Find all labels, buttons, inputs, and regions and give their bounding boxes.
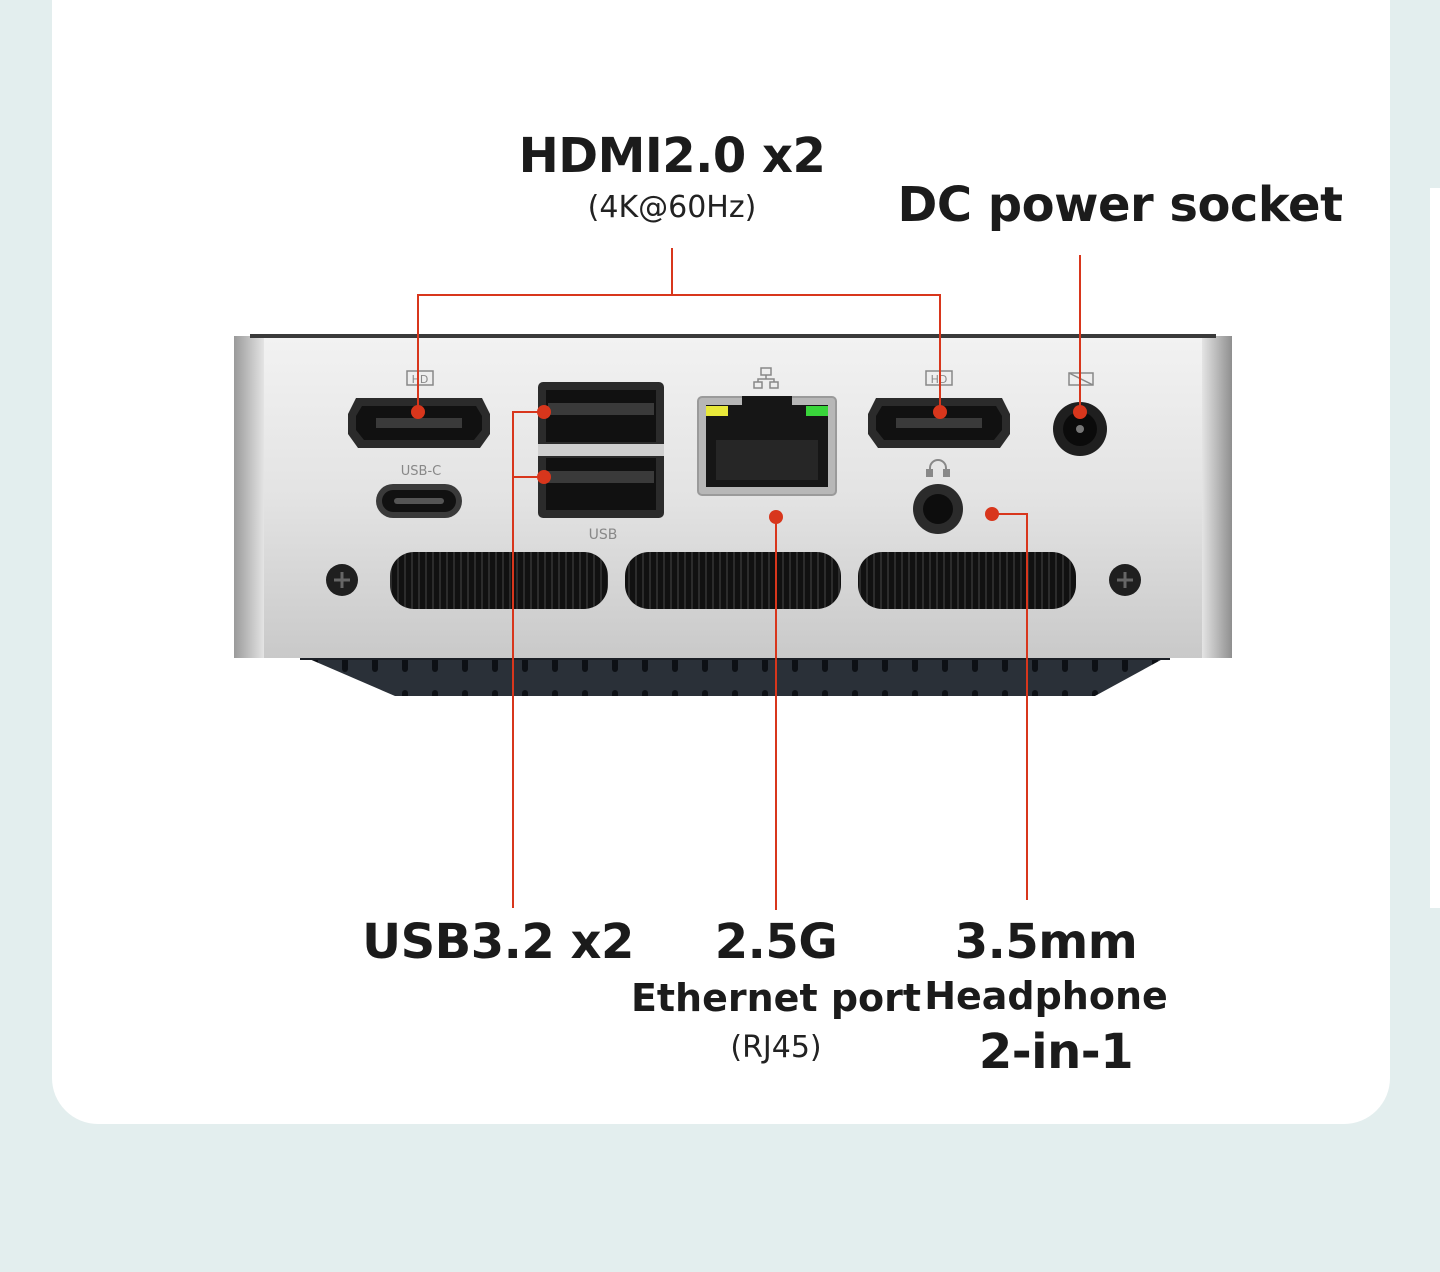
dc-label-title: DC power socket xyxy=(897,177,1343,233)
headphone-jack xyxy=(913,459,963,534)
ethernet-port xyxy=(697,367,837,496)
vent-right xyxy=(858,552,1076,609)
callout-lines xyxy=(417,248,1081,910)
headphone-callout-line xyxy=(992,513,1028,900)
hdmi-port-right: HD xyxy=(868,370,1010,448)
usb-label-title: USB3.2 x2 xyxy=(362,914,634,970)
side-panel-edge xyxy=(1430,188,1440,908)
callout-dots xyxy=(411,405,1087,524)
usb-c-port: USB-C xyxy=(376,464,462,518)
ethernet-label-sub: (RJ45) xyxy=(730,1030,822,1065)
usb-a-ports: USB xyxy=(538,382,664,543)
device-base xyxy=(300,655,1170,696)
hdmi-label-sub: (4K@60Hz) xyxy=(587,190,757,225)
ethernet-label-title: 2.5G xyxy=(714,914,838,970)
ethernet-icon xyxy=(753,367,779,389)
hdmi-callout-line xyxy=(417,248,941,412)
usb-marking: USB xyxy=(589,527,618,543)
vent-left xyxy=(390,552,608,609)
hdmi-label-title: HDMI2.0 x2 xyxy=(518,128,826,184)
hdmi-port-left: HD xyxy=(348,370,490,448)
usb-c-marking: USB-C xyxy=(401,464,441,479)
headphone-icon xyxy=(926,459,950,477)
screw-right xyxy=(1109,564,1141,596)
vent-center xyxy=(625,552,841,609)
audio-label-title: 3.5mm xyxy=(954,914,1138,970)
audio-label-line3: 2-in-1 xyxy=(978,1024,1134,1080)
svg-text:HD: HD xyxy=(412,373,429,386)
hdmi-icon: HD xyxy=(406,370,434,386)
audio-label-line2: Headphone xyxy=(924,974,1168,1018)
ethernet-label-line2: Ethernet port xyxy=(630,976,922,1020)
screw-left xyxy=(326,564,358,596)
